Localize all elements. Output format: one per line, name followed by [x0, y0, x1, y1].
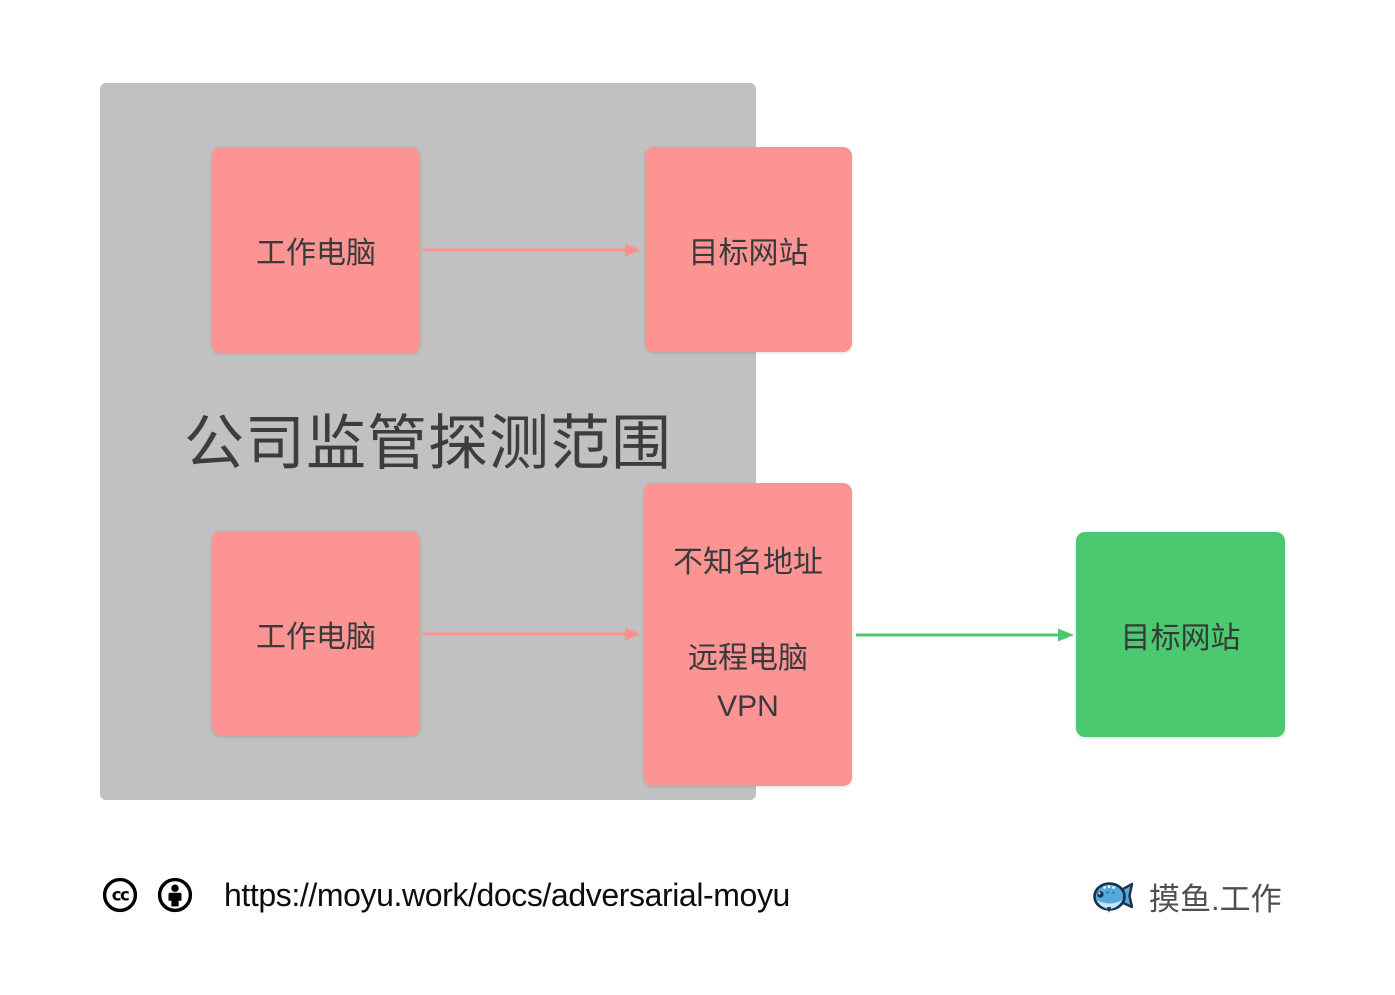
- attribution-person-icon: [157, 877, 193, 913]
- node-target-website-monitored-label: 目标网站: [688, 236, 809, 270]
- node-work-computer-top-label: 工作电脑: [256, 237, 376, 270]
- node-work-computer-bottom: 工作电脑: [212, 531, 420, 736]
- footer-brand-row: 摸鱼.工作: [1091, 874, 1282, 919]
- supervision-scope-title: 公司监管探测范围: [184, 410, 672, 477]
- license-url-text: https://moyu.work/docs/adversarial-moyu: [224, 876, 790, 913]
- arrow-work-to-vpn-icon: [423, 627, 641, 641]
- cc-license-icon: cc: [102, 877, 138, 913]
- node-target-website-outside-label: 目标网站: [1120, 621, 1241, 655]
- node-vpn-remote-computer: 不知名地址 远程电脑 VPN: [644, 483, 852, 786]
- arrow-vpn-to-target-icon: [856, 628, 1074, 642]
- node-work-computer-top: 工作电脑: [212, 147, 420, 353]
- footer-license-row: cc https://moyu.work/docs/adversarial-mo…: [101, 876, 790, 914]
- vpn-node-line-unknown-address: 不知名地址: [673, 545, 823, 579]
- node-target-website-monitored: 目标网站: [645, 147, 852, 352]
- vpn-node-line-vpn: VPN: [717, 689, 779, 723]
- vpn-node-line-remote-computer: 远程电脑: [688, 641, 808, 675]
- node-work-computer-bottom-label: 工作电脑: [256, 620, 376, 654]
- svg-text:cc: cc: [112, 886, 129, 905]
- arrow-work-to-target-icon: [423, 243, 641, 257]
- brand-label: 摸鱼.工作: [1149, 882, 1282, 917]
- node-target-website-outside: 目标网站: [1076, 532, 1285, 737]
- fish-logo-icon: [1093, 881, 1134, 913]
